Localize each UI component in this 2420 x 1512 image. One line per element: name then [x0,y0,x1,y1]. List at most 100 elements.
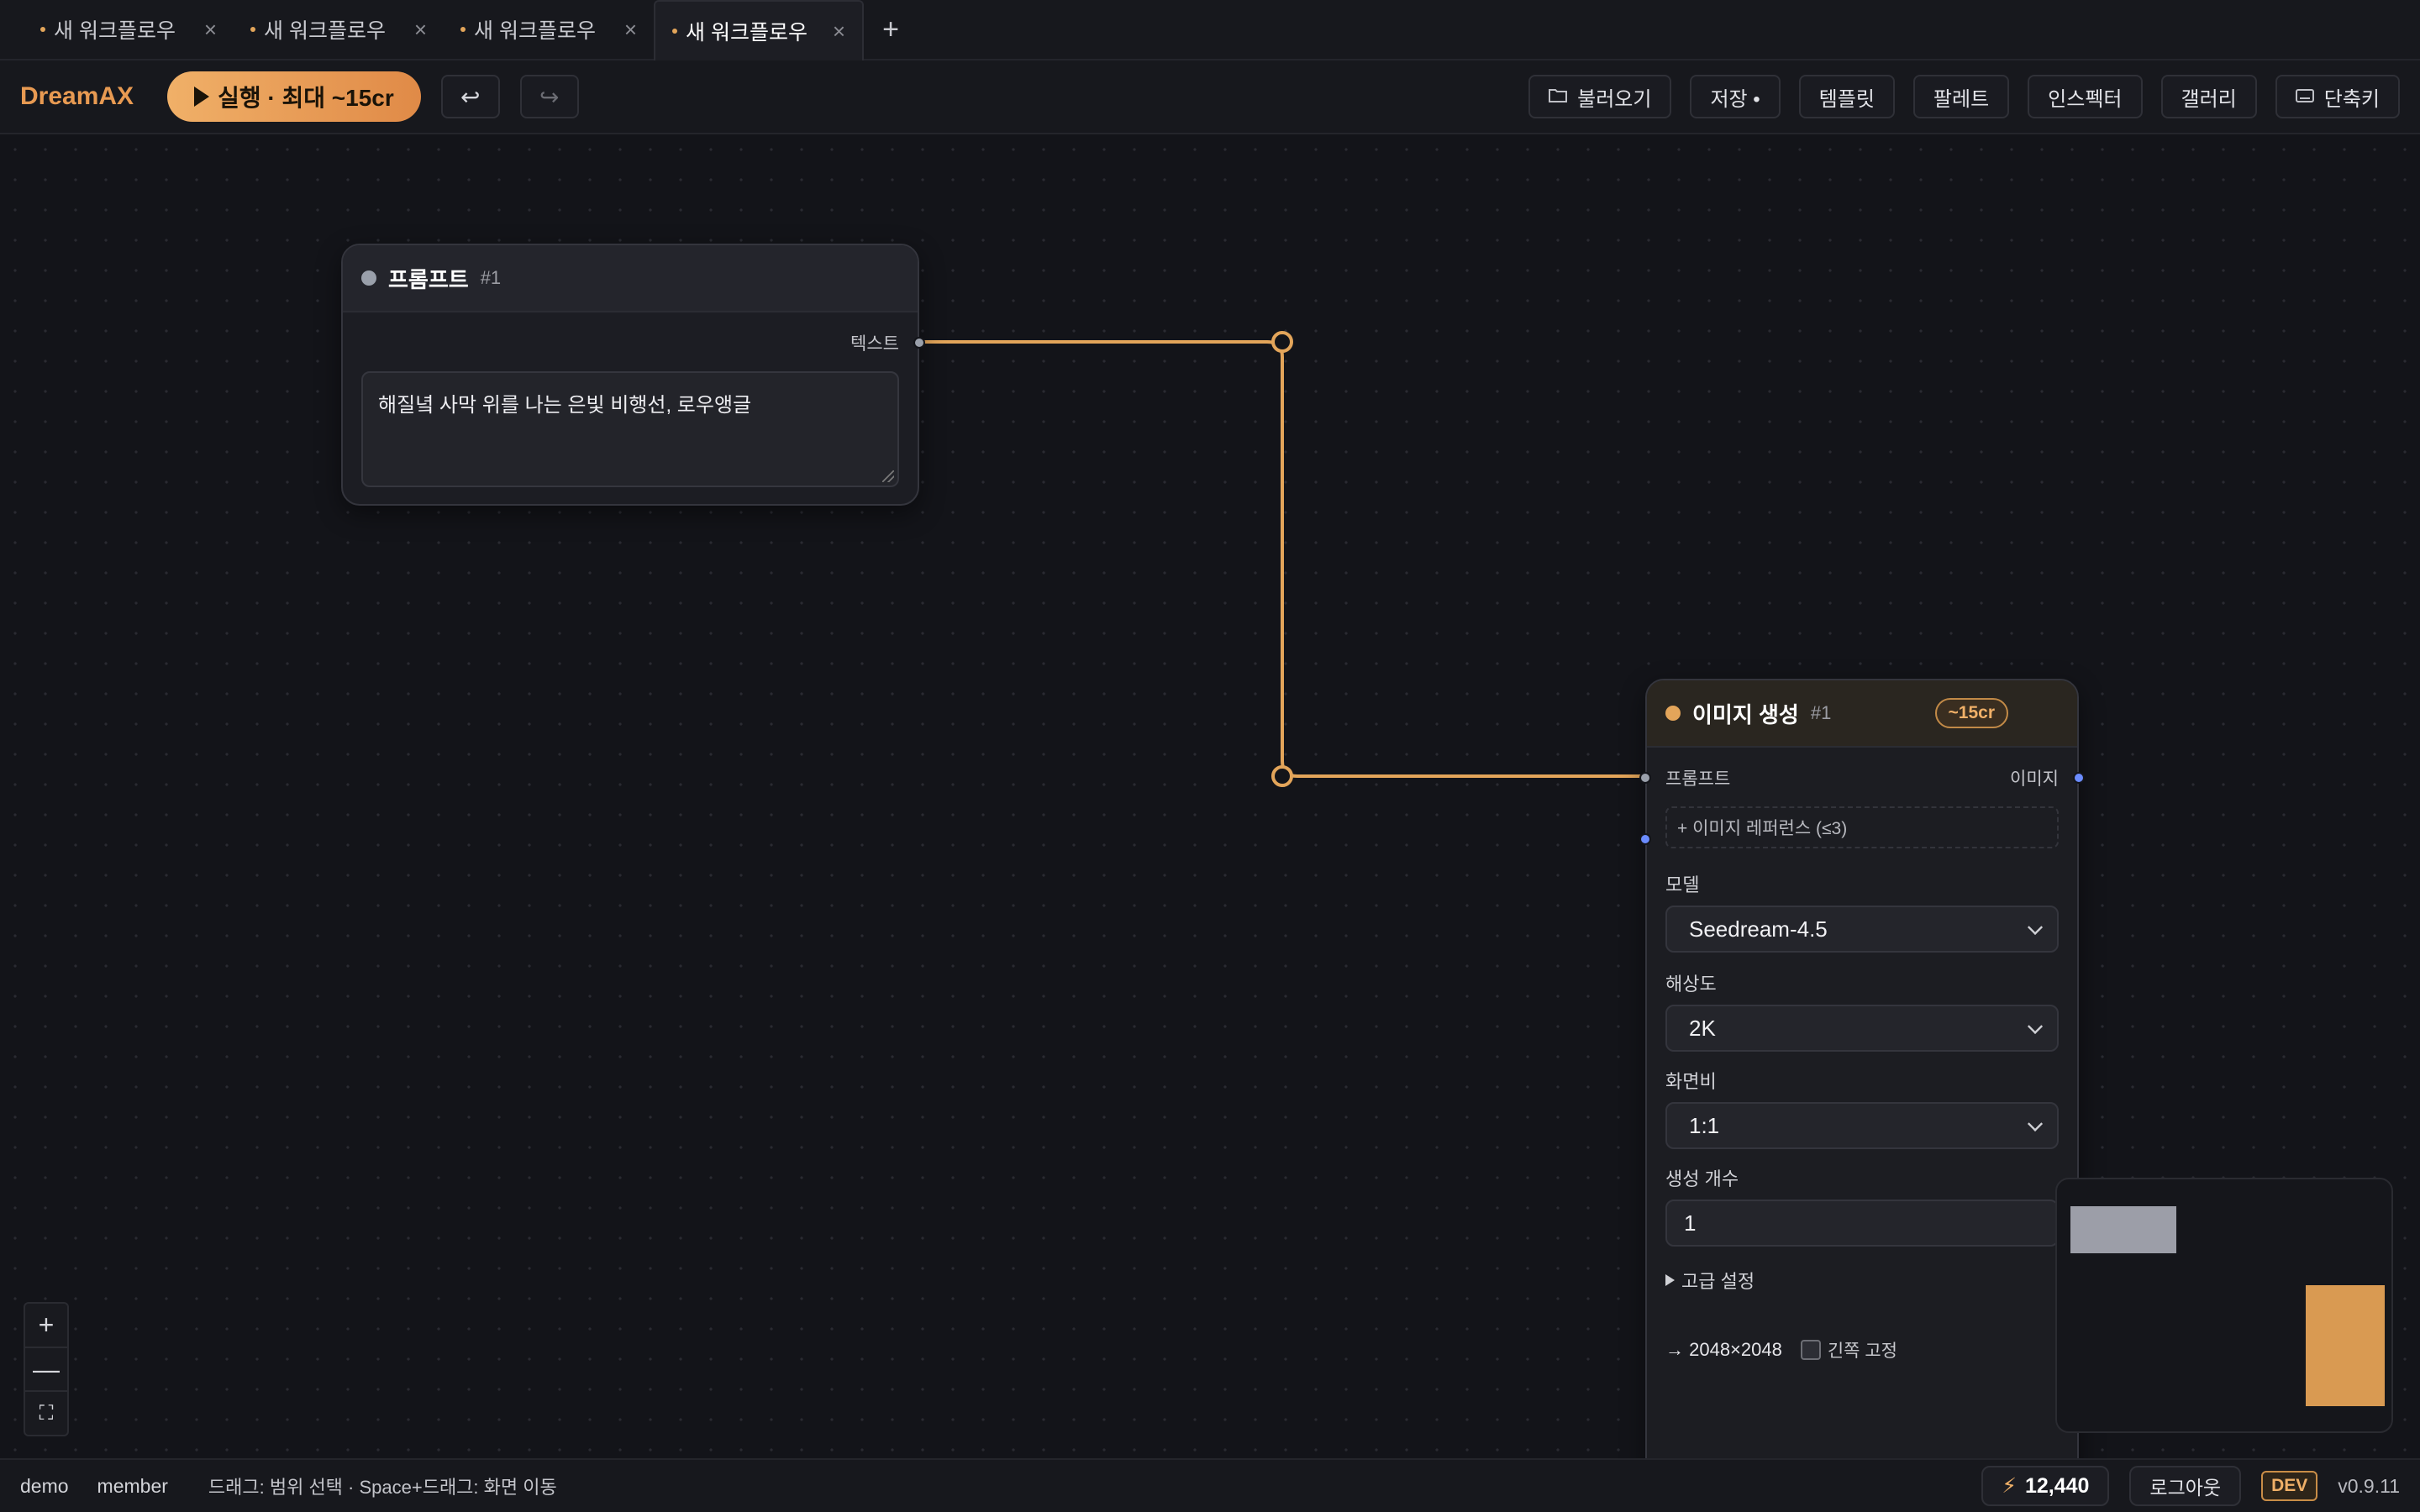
prompt-textarea[interactable]: 해질녘 사막 위를 나는 은빛 비행선, 로우앵글 [361,371,899,487]
run-button[interactable]: 실행 · 최대 ~15cr [167,71,421,122]
node-header[interactable]: 프롬프트 #1 [343,245,918,312]
resolution-value: 2K [1689,1015,1716,1041]
resolution-label: 해상도 [1665,974,1717,995]
tab-label: 새 워크플로우 [686,21,808,45]
minimap-image-node [2306,1285,2385,1406]
lock-long-side-checkbox[interactable] [1800,1340,1821,1360]
add-tab-button[interactable]: + [882,13,899,45]
palette-button[interactable]: 팔레트 [1912,75,2010,118]
output-port[interactable] [2073,772,2085,784]
count-input[interactable]: 1 [1665,1200,2059,1247]
model-value: Seedream-4.5 [1689,916,1828,942]
unsaved-dot-icon [672,29,677,34]
credit-balance[interactable]: ⚡ 12,440 [1981,1466,2110,1506]
ref-input-port[interactable] [1639,833,1651,845]
workflow-canvas[interactable]: 프롬프트 #1 텍스트 해질녘 사막 위를 나는 은빛 비행선, 로우앵글 이미… [0,134,2420,1458]
close-icon[interactable]: × [832,18,845,44]
tab-bar: 새 워크플로우 × 새 워크플로우 × 새 워크플로우 × 새 워크플로우 × … [0,0,2420,60]
node-title: 이미지 생성 [1692,701,1799,727]
output-size-row: → 2048×2048 긴쪽 고정 [1665,1337,2059,1362]
resolution-select[interactable]: 2K [1665,1005,2059,1052]
output-port-label: 텍스트 [850,334,899,354]
node-header[interactable]: 이미지 생성 #1 ~15cr [1647,680,2077,748]
load-button[interactable]: 불러오기 [1528,75,1672,118]
minimap[interactable] [2055,1178,2393,1433]
prompt-node[interactable]: 프롬프트 #1 텍스트 해질녘 사막 위를 나는 은빛 비행선, 로우앵글 [341,244,925,506]
folder-icon [1549,86,1568,108]
zoom-in-button[interactable]: + [25,1304,67,1348]
load-label: 불러오기 [1577,87,1652,111]
save-button[interactable]: 저장 • [1690,75,1781,118]
aspect-select[interactable]: 1:1 [1665,1102,2059,1149]
tab-label: 새 워크플로우 [474,19,596,43]
lock-label: 긴쪽 고정 [1827,1341,1897,1361]
fit-view-button[interactable]: ⛶ [39,1401,54,1425]
chevron-down-icon [2027,1018,2044,1035]
redo-icon: ↪ [539,83,560,110]
inspector-label: 인스펙터 [2048,87,2123,111]
inspector-button[interactable]: 인스펙터 [2028,75,2143,118]
save-label: 저장 • [1710,87,1760,111]
keyboard-icon [2295,86,2314,108]
run-label: 실행 · 최대 ~15cr [218,85,394,111]
tab-label: 새 워크플로우 [264,19,386,43]
logout-button[interactable]: 로그아웃 [2129,1466,2242,1506]
tab-workflow-3[interactable]: 새 워크플로우 × [444,0,654,59]
zoom-out-button[interactable]: — [25,1348,67,1393]
node-id: #1 [480,267,502,288]
template-button[interactable]: 템플릿 [1798,75,1895,118]
gallery-button[interactable]: 갤러리 [2160,75,2257,118]
aspect-value: 1:1 [1689,1112,1720,1138]
triangle-right-icon [1665,1274,1675,1286]
user-role: member [97,1474,168,1497]
output-port[interactable] [913,337,925,349]
status-dot-icon [1665,706,1681,721]
close-icon[interactable]: × [413,17,427,42]
unsaved-dot-icon [40,27,45,32]
count-value: 1 [1684,1210,1697,1236]
input-port[interactable] [1639,772,1651,784]
play-icon [194,87,210,107]
unsaved-dot-icon [460,27,466,32]
model-label: 모델 [1665,874,1700,895]
resize-handle-icon[interactable] [882,470,894,482]
shortcuts-label: 단축키 [2323,87,2380,111]
input-port-label: 프롬프트 [1665,769,1731,789]
ref-row: + 이미지 레퍼런스 (≤3) [1639,806,2077,848]
image-generate-node[interactable]: 이미지 생성 #1 ~15cr 프롬프트 이미지 + 이미지 레퍼런스 (≤3)… [1639,679,2085,1458]
wire-handle[interactable] [1271,331,1293,353]
advanced-label: 고급 설정 [1681,1271,1755,1292]
status-bar: demo member 드래그: 범위 선택 · Space+드래그: 화면 이… [0,1458,2420,1512]
shortcuts-button[interactable]: 단축키 [2275,75,2400,118]
tab-workflow-2[interactable]: 새 워크플로우 × [234,0,444,59]
close-icon[interactable]: × [623,17,637,42]
port-row: 프롬프트 이미지 [1639,761,2085,795]
image-reference-dropzone[interactable]: + 이미지 레퍼런스 (≤3) [1665,806,2059,848]
unsaved-dot-icon [250,27,255,32]
status-dot-icon [361,270,376,286]
toolbar: DreamAX 실행 · 최대 ~15cr ↩ ↪ 불러오기 저장 • 템플릿 … [0,60,2420,134]
palette-label: 팔레트 [1933,87,1990,111]
wire-handle[interactable] [1271,765,1293,787]
prompt-text: 해질녘 사막 위를 나는 은빛 비행선, 로우앵글 [378,394,752,417]
advanced-settings-toggle[interactable]: 고급 설정 [1665,1267,2059,1294]
output-port-row: 텍스트 [343,326,925,360]
model-select[interactable]: Seedream-4.5 [1665,906,2059,953]
close-icon[interactable]: × [203,17,217,42]
template-label: 템플릿 [1818,87,1875,111]
zoom-controls: + — ⛶ [24,1302,69,1436]
canvas-hint: 드래그: 범위 선택 · Space+드래그: 화면 이동 [208,1477,557,1498]
output-size: → 2048×2048 [1665,1339,1782,1360]
tab-workflow-1[interactable]: 새 워크플로우 × [24,0,234,59]
node-id: #1 [1810,702,1832,723]
ref-label: + 이미지 레퍼런스 (≤3) [1677,819,1848,838]
username: demo [20,1474,69,1497]
node-title: 프롬프트 [388,266,469,292]
count-label: 생성 개수 [1665,1168,1739,1189]
version-label: v0.9.11 [2338,1474,2400,1497]
minimap-prompt-node [2070,1206,2176,1253]
tab-workflow-4[interactable]: 새 워크플로우 × [654,0,864,60]
undo-button[interactable]: ↩ [440,75,500,118]
redo-button[interactable]: ↪ [519,75,579,118]
cost-badge: ~15cr [1934,698,2008,728]
